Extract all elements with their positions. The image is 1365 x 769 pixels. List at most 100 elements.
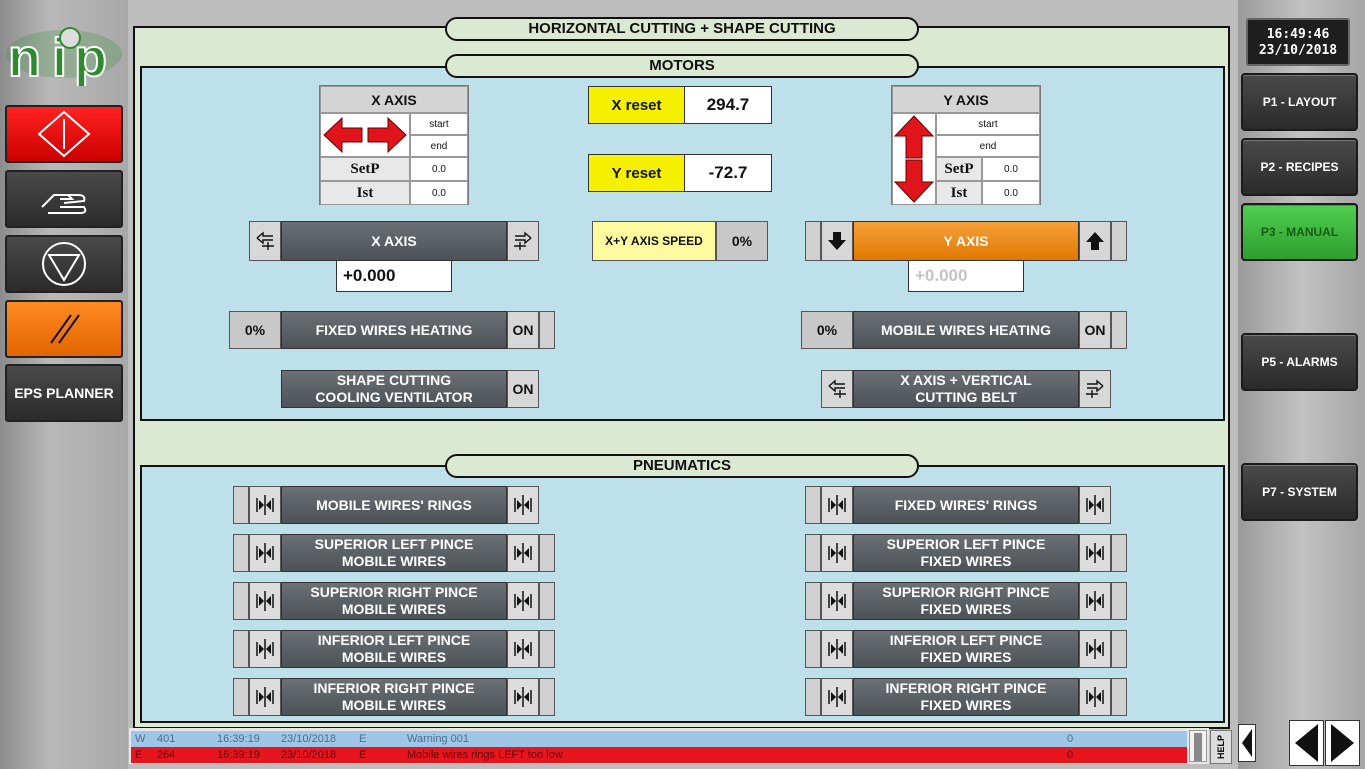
y-axis-position-input[interactable]: +0.000 — [908, 260, 1024, 292]
pneumatic-label-line2: MOBILE WIRES — [341, 649, 447, 665]
cooling-ventilator-button[interactable]: SHAPE CUTTING COOLING VENTILATOR — [281, 370, 507, 408]
pneumatic-close-button[interactable] — [507, 678, 539, 716]
pneumatic-toggle-button[interactable]: INFERIOR RIGHT PINCE FIXED WIRES — [853, 678, 1079, 716]
y-jog-edge-right — [1111, 221, 1127, 261]
xy-speed-label: X+Y AXIS SPEED — [592, 221, 716, 261]
clamp-open-icon — [828, 591, 846, 611]
alarm-row[interactable]: W 401 16:39:19 23/10/2018 E Warning 001 … — [131, 731, 1187, 747]
x-axis-vertical-belt-button[interactable]: X AXIS + VERTICAL CUTTING BELT — [853, 370, 1079, 408]
pneumatic-label-line2: FIXED WIRES — [920, 553, 1012, 569]
pneumatic-open-button[interactable] — [249, 486, 281, 524]
pneumatic-close-button[interactable] — [507, 534, 539, 572]
fixed-heating-percent[interactable]: 0% — [229, 311, 281, 349]
x-reset-button[interactable]: X reset — [588, 86, 685, 124]
belt-left-button[interactable] — [821, 370, 853, 408]
help-button[interactable]: HELP — [1210, 730, 1232, 764]
pneumatic-label-line2: MOBILE WIRES — [341, 553, 447, 569]
pneumatic-edge — [539, 630, 555, 668]
mobile-wires-heating-button[interactable]: MOBILE WIRES HEATING — [853, 311, 1079, 349]
parallel-mode-button[interactable] — [5, 300, 123, 358]
x-setp-value: 0.0 — [410, 157, 468, 181]
fixed-heating-on-toggle[interactable]: ON — [507, 311, 539, 349]
pneumatic-open-button[interactable] — [821, 630, 853, 668]
pneumatic-close-button[interactable] — [1079, 486, 1111, 524]
x-axis-button[interactable]: X AXIS — [281, 221, 507, 261]
pneumatic-edge — [1111, 534, 1127, 572]
start-button[interactable] — [5, 105, 123, 163]
y-axis-button[interactable]: Y AXIS — [853, 221, 1079, 261]
pneumatic-toggle-button[interactable]: INFERIOR LEFT PINCE FIXED WIRES — [853, 630, 1079, 668]
pneumatic-close-button[interactable] — [507, 630, 539, 668]
y-end-label: end — [936, 135, 1040, 157]
pneumatic-open-button[interactable] — [821, 678, 853, 716]
arrow-down-icon — [828, 232, 846, 250]
pneumatic-close-button[interactable] — [1079, 582, 1111, 620]
nav-p7-system[interactable]: P7 - SYSTEM — [1241, 463, 1358, 521]
pneumatic-label-line2: MOBILE WIRES — [341, 601, 447, 617]
nav-p2-recipes[interactable]: P2 - RECIPES — [1241, 138, 1358, 196]
pneumatic-toggle-button[interactable]: SUPERIOR LEFT PINCE FIXED WIRES — [853, 534, 1079, 572]
pneumatic-open-button[interactable] — [821, 534, 853, 572]
x-start-label: start — [410, 113, 468, 135]
pneumatic-open-button[interactable] — [821, 486, 853, 524]
x-axis-table-header: X AXIS — [320, 86, 468, 113]
pneumatic-close-button[interactable] — [1079, 678, 1111, 716]
pneumatic-label-line1: INFERIOR LEFT PINCE — [317, 632, 471, 648]
alarm-scrollbar[interactable] — [1189, 730, 1207, 762]
nav-p3-manual[interactable]: P3 - MANUAL — [1241, 203, 1358, 261]
pneumatic-close-button[interactable] — [507, 486, 539, 524]
page-prev-button[interactable] — [1289, 720, 1324, 766]
pneumatic-toggle-button[interactable]: FIXED WIRES' RINGS — [853, 486, 1079, 524]
fixed-heating-edge — [539, 311, 555, 349]
y-jog-up-button[interactable] — [1079, 221, 1111, 261]
xy-speed-value[interactable]: 0% — [716, 221, 768, 261]
nav-p1-layout[interactable]: P1 - LAYOUT — [1241, 73, 1358, 131]
cooling-on-toggle[interactable]: ON — [507, 370, 539, 408]
mobile-heating-on-toggle[interactable]: ON — [1079, 311, 1111, 349]
pneumatic-open-button[interactable] — [249, 582, 281, 620]
x-setp-label: SetP — [320, 157, 410, 181]
clamp-open-icon — [828, 543, 846, 563]
pneumatic-edge — [805, 486, 821, 524]
nav-p5-alarms[interactable]: P5 - ALARMS — [1241, 333, 1358, 391]
y-jog-down-button[interactable] — [821, 221, 853, 261]
clamp-close-icon — [1086, 639, 1104, 659]
page-next-button[interactable] — [1325, 720, 1360, 766]
x-jog-left-button[interactable] — [249, 221, 281, 261]
belt-right-button[interactable] — [1079, 370, 1111, 408]
pneumatic-open-button[interactable] — [821, 582, 853, 620]
pneumatic-toggle-button[interactable]: INFERIOR RIGHT PINCE MOBILE WIRES — [281, 678, 507, 716]
pneumatic-open-button[interactable] — [249, 534, 281, 572]
pneumatic-open-button[interactable] — [249, 678, 281, 716]
x-jog-right-button[interactable] — [507, 221, 539, 261]
manual-mode-button[interactable] — [5, 170, 123, 228]
fixed-wires-heating-button[interactable]: FIXED WIRES HEATING — [281, 311, 507, 349]
x-axis-position-input[interactable]: +0.000 — [336, 260, 452, 292]
pneumatic-close-button[interactable] — [507, 582, 539, 620]
alarm-scroll-thumb[interactable] — [1194, 733, 1202, 761]
mobile-heating-percent[interactable]: 0% — [801, 311, 853, 349]
arrow-left-icon — [828, 379, 846, 398]
clock-date: 23/10/2018 — [1258, 43, 1338, 58]
pneumatic-toggle-button[interactable]: SUPERIOR RIGHT PINCE MOBILE WIRES — [281, 582, 507, 620]
help-label: HELP — [1216, 734, 1226, 759]
alarm-type: W — [135, 733, 146, 745]
pneumatic-edge — [1111, 582, 1127, 620]
pneumatic-toggle-button[interactable]: MOBILE WIRES' RINGS — [281, 486, 507, 524]
pneumatic-open-button[interactable] — [249, 630, 281, 668]
hand-icon — [41, 194, 87, 214]
pneumatic-toggle-button[interactable]: SUPERIOR LEFT PINCE MOBILE WIRES — [281, 534, 507, 572]
pneumatic-close-button[interactable] — [1079, 630, 1111, 668]
alarm-message: Mobile wires rings LEFT too low — [407, 749, 563, 761]
pneumatic-toggle-button[interactable]: SUPERIOR RIGHT PINCE FIXED WIRES — [853, 582, 1079, 620]
clamp-close-icon — [1086, 495, 1104, 515]
clamp-close-icon — [514, 687, 532, 707]
pneumatic-close-button[interactable] — [1079, 534, 1111, 572]
pneumatic-edge — [233, 582, 249, 620]
eps-planner-button[interactable]: EPS PLANNER — [5, 364, 123, 422]
pneumatic-toggle-button[interactable]: INFERIOR LEFT PINCE MOBILE WIRES — [281, 630, 507, 668]
stop-button[interactable] — [5, 235, 123, 293]
alarm-row[interactable]: E 264 16:39:19 23/10/2018 E Mobile wires… — [131, 747, 1187, 763]
page-back-small-button[interactable] — [1238, 724, 1256, 762]
y-reset-button[interactable]: Y reset — [588, 154, 685, 192]
